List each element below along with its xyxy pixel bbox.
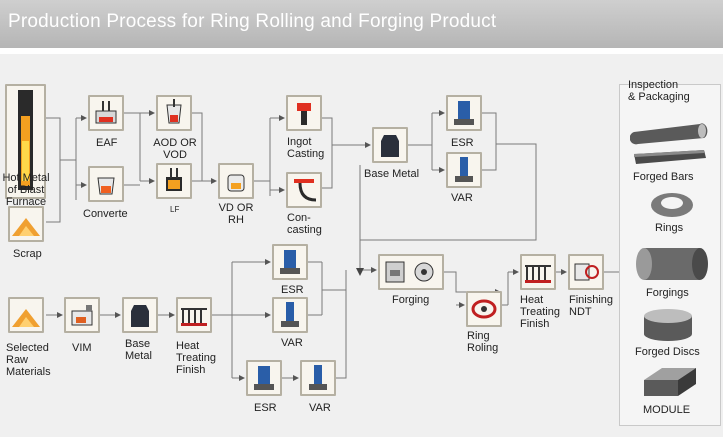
base-metal-top-node	[372, 127, 408, 163]
junction-marker	[356, 268, 364, 276]
var-bottom-label: VAR	[309, 402, 331, 414]
vacuum-degasser-icon	[227, 174, 245, 192]
round-bar-icon	[630, 123, 708, 145]
ring-icon	[651, 193, 693, 217]
forged-bars-label: Forged Bars	[633, 171, 694, 183]
var-top-label: VAR	[451, 192, 473, 204]
vim-label: VIM	[72, 342, 92, 354]
base-metal-top-label: Base Metal	[364, 168, 420, 180]
var-furnace-icon	[309, 365, 327, 390]
raw-material-pile-icon	[12, 309, 40, 327]
lf-node	[156, 163, 192, 199]
esr-bottom-label: ESR	[254, 402, 277, 414]
scrap-label: Scrap	[13, 248, 42, 260]
ingot-mold-icon	[297, 103, 311, 125]
forging-node	[378, 254, 444, 290]
esr-furnace-icon	[454, 101, 474, 125]
inspection-title: Inspection& Packaging	[628, 79, 690, 103]
var-mid-node	[272, 297, 308, 333]
metal-billet-icon	[381, 135, 399, 157]
var-mid-label: VAR	[281, 337, 303, 349]
var-top-node	[446, 152, 482, 188]
ndt-inspection-icon	[574, 263, 599, 281]
heat-treating-right-node	[520, 254, 556, 290]
page-title: Production Process for Ring Rolling and …	[8, 11, 497, 32]
ring-roller-icon	[471, 299, 497, 319]
forgings-label: Forgings	[646, 287, 689, 299]
esr-mid-label: ESR	[281, 284, 304, 296]
continuous-caster-icon	[294, 179, 317, 202]
metal-billet-icon	[131, 305, 149, 327]
heat-treatment-furnace-icon	[181, 308, 207, 326]
forging-press-icon	[385, 261, 434, 283]
esr-mid-node	[272, 244, 308, 280]
forged-disc-icon	[644, 309, 692, 341]
forging-shaft-icon	[636, 248, 708, 280]
flat-bar-icon	[634, 150, 706, 164]
heat-treatment-furnace-icon	[525, 265, 551, 283]
scrap-node	[8, 206, 44, 242]
vim-node	[64, 297, 100, 333]
aod-node	[156, 95, 192, 131]
raw-materials-node	[8, 297, 44, 333]
header-bar: Production Process for Ring Rolling and …	[0, 0, 723, 48]
rings-label: Rings	[655, 222, 684, 234]
module-block-icon	[644, 368, 696, 396]
blast-furnace-icon	[18, 90, 33, 190]
scrap-pile-icon	[12, 218, 40, 236]
eaf-furnace-icon	[95, 101, 117, 124]
module-label: MODULE	[643, 404, 691, 416]
converte-node	[88, 166, 124, 202]
esr-top-label: ESR	[451, 137, 474, 149]
vim-furnace-icon	[71, 305, 93, 326]
converte-label: Converte	[83, 208, 128, 220]
forged-discs-label: Forged Discs	[635, 346, 700, 358]
concast-node	[286, 172, 322, 208]
forging-label: Forging	[392, 294, 430, 306]
esr-furnace-icon	[280, 250, 300, 274]
aod-vessel-icon	[166, 99, 182, 124]
ring-rolling-node	[466, 291, 502, 327]
vd-node	[218, 163, 254, 199]
concast-label: Con-casting	[287, 212, 322, 236]
lf-label: LF	[170, 205, 180, 214]
esr-top-node	[446, 95, 482, 131]
var-furnace-icon	[281, 302, 299, 327]
eaf-node	[88, 95, 124, 131]
converter-icon	[97, 177, 115, 195]
esr-bottom-node	[246, 360, 282, 396]
eaf-label: EAF	[96, 137, 118, 149]
hot-metal-node	[5, 84, 46, 199]
heat-treating-bottom-node	[176, 297, 212, 333]
ladle-furnace-icon	[166, 168, 182, 191]
var-furnace-icon	[455, 157, 473, 182]
var-bottom-node	[300, 360, 336, 396]
ingot-node	[286, 95, 322, 131]
finishing-node	[568, 254, 604, 290]
base-metal-bottom-node	[122, 297, 158, 333]
esr-furnace-icon	[254, 366, 274, 390]
